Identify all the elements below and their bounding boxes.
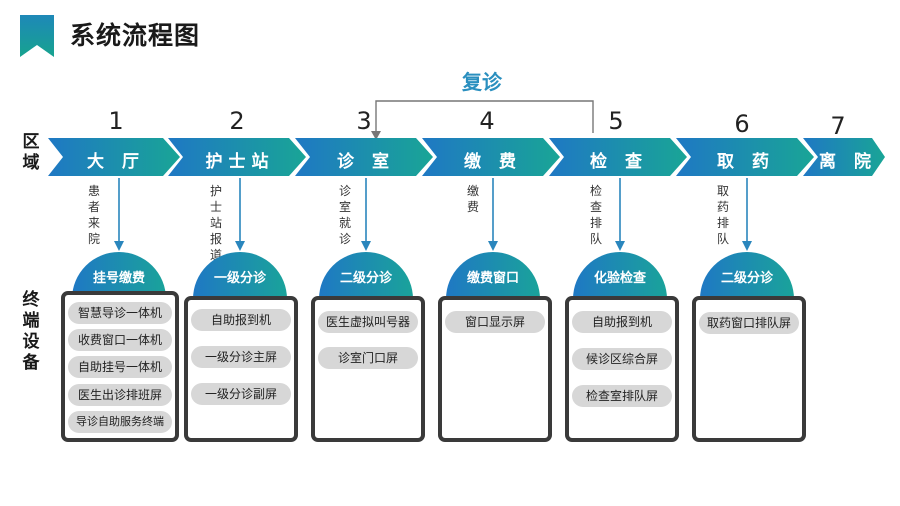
device-item: 取药窗口排队屏 xyxy=(699,312,799,334)
device-item: 导诊自助服务终端 xyxy=(68,411,172,433)
step-description: 诊室就诊 xyxy=(338,184,351,246)
device-item: 自助报到机 xyxy=(191,309,291,331)
step-description: 取药排队 xyxy=(716,184,729,246)
bookmark-icon xyxy=(20,15,54,57)
device-item: 医生出诊排班屏 xyxy=(68,384,172,406)
arrow-segment xyxy=(48,138,180,176)
device-item: 医生虚拟叫号器 xyxy=(318,311,418,333)
step-number: 2 xyxy=(229,107,245,135)
area-label: 大 厅 xyxy=(87,152,145,172)
step-number: 1 xyxy=(108,107,124,135)
arrow-segment xyxy=(549,138,687,176)
group-header-label: 一级分诊 xyxy=(213,271,266,286)
step-description: 患者来院 xyxy=(87,184,100,246)
return-visit-label: 复诊 xyxy=(462,70,502,94)
device-item: 候诊区综合屏 xyxy=(572,348,672,370)
device-item: 诊室门口屏 xyxy=(318,347,418,369)
page-title: 系统流程图 xyxy=(70,21,201,50)
arrow-segment xyxy=(676,138,814,176)
device-item: 检查室排队屏 xyxy=(572,385,672,407)
device-item: 窗口显示屏 xyxy=(445,311,545,333)
area-label: 护士站 xyxy=(205,152,275,172)
device-item: 一级分诊主屏 xyxy=(191,346,291,368)
step-description: 护士站报道 xyxy=(209,184,222,262)
area-label: 缴 费 xyxy=(464,152,522,172)
step-number: 6 xyxy=(734,110,750,138)
process-arrows xyxy=(48,138,885,176)
arrow-segment xyxy=(803,138,885,176)
row-label-terminal: 终端 设备 xyxy=(22,290,40,373)
device-item: 收费窗口一体机 xyxy=(68,329,172,351)
device-item: 一级分诊副屏 xyxy=(191,383,291,405)
arrow-segment xyxy=(295,138,433,176)
group-header-label: 挂号缴费 xyxy=(92,271,145,286)
step-number: 5 xyxy=(608,107,624,135)
group-header-label: 二级分诊 xyxy=(339,271,392,286)
device-item: 智慧导诊一体机 xyxy=(68,302,172,324)
area-label: 取 药 xyxy=(717,152,775,172)
area-label: 离 院 xyxy=(819,152,877,172)
device-item: 自助挂号一体机 xyxy=(68,356,172,378)
arrow-segment xyxy=(422,138,560,176)
step-number: 7 xyxy=(830,112,846,140)
step-description: 检查排队 xyxy=(589,184,602,246)
group-header-label: 二级分诊 xyxy=(720,271,773,286)
step-number: 4 xyxy=(479,107,495,135)
area-label: 检 查 xyxy=(590,152,648,172)
step-description: 缴费 xyxy=(466,184,479,214)
area-label: 诊 室 xyxy=(337,152,395,172)
row-label-area: 区域 xyxy=(22,132,40,173)
group-header-label: 化验检查 xyxy=(593,271,646,286)
step-number: 3 xyxy=(356,107,372,135)
group-header-label: 缴费窗口 xyxy=(466,271,519,286)
arrow-segment xyxy=(168,138,306,176)
device-item: 自助报到机 xyxy=(572,311,672,333)
